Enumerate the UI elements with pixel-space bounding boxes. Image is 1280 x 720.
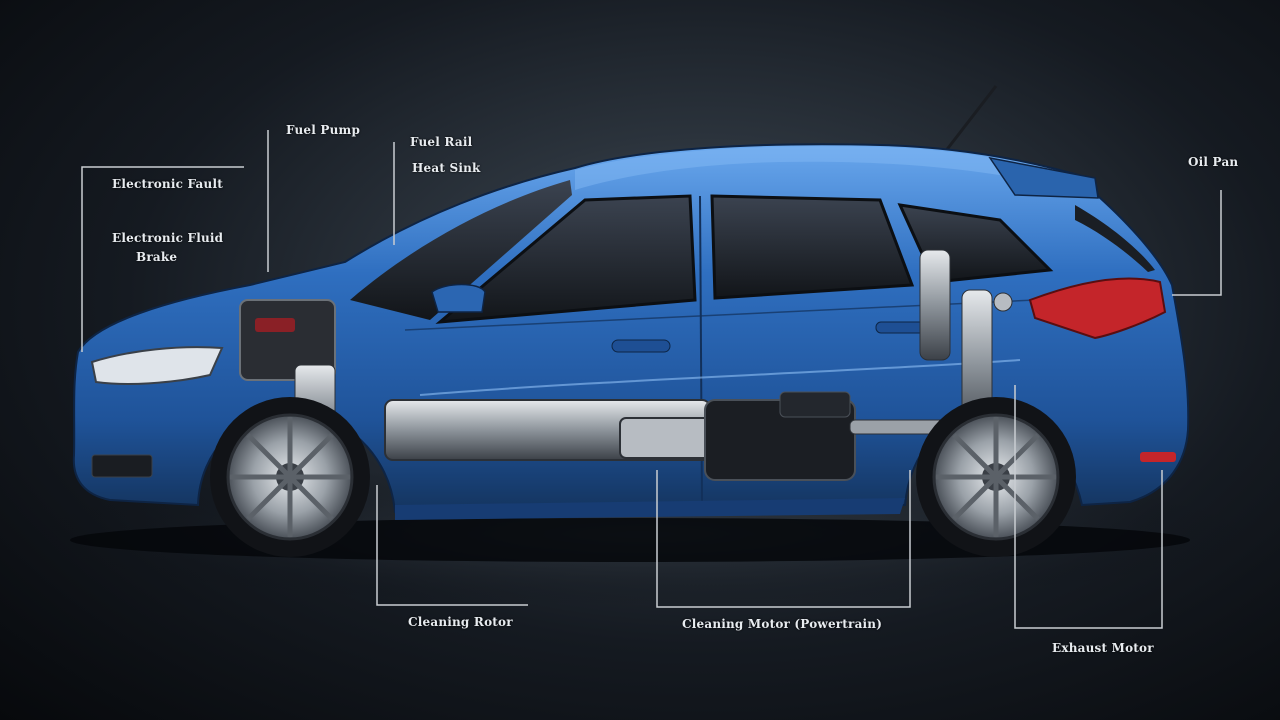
leader-oil-pan	[1172, 190, 1222, 296]
label-electronic-fault: Electronic Fault	[112, 177, 223, 191]
leader-left	[81, 166, 244, 352]
label-heat-sink: Heat Sink	[412, 161, 481, 175]
label-fuel-rail: Fuel Rail	[410, 135, 473, 149]
rear-reflector	[1140, 452, 1176, 462]
leader-exhaust	[1014, 385, 1163, 629]
front-window	[435, 194, 697, 324]
shock-mount	[993, 292, 1013, 312]
windshield	[350, 180, 572, 320]
front-wheel	[210, 397, 370, 557]
leader-motor	[656, 470, 911, 608]
motor-housing	[779, 391, 851, 418]
label-cleaning-motor: Cleaning Motor (Powertrain)	[682, 617, 883, 631]
engine-cap	[255, 318, 295, 332]
headlight	[90, 346, 224, 385]
label-oil-pan: Oil Pan	[1188, 155, 1239, 169]
leader-rotor	[376, 485, 528, 606]
side-mirror	[431, 283, 486, 313]
rear-spoiler	[988, 156, 1099, 199]
leader-lines	[81, 130, 1222, 629]
fog-light	[91, 454, 153, 478]
label-electronic-fluid: Electronic Fluid	[112, 231, 224, 245]
rear-wheel	[916, 397, 1076, 557]
label-cleaning-rotor: Cleaning Rotor	[408, 615, 513, 629]
side-skirt	[395, 498, 905, 520]
taillight	[1028, 277, 1167, 340]
character-line	[419, 359, 1021, 396]
rear-glass	[1075, 205, 1155, 272]
rear-door-handle	[875, 321, 927, 334]
front-door-handle	[611, 339, 671, 353]
roof-highlight	[575, 146, 1093, 194]
rear-shock-left	[919, 249, 951, 361]
label-exhaust-motor: Exhaust Motor	[1052, 641, 1154, 655]
label-fuel-pump: Fuel Pump	[286, 123, 361, 137]
antenna	[943, 85, 998, 153]
label-brake: Brake	[136, 250, 178, 264]
rear-window	[710, 194, 915, 300]
